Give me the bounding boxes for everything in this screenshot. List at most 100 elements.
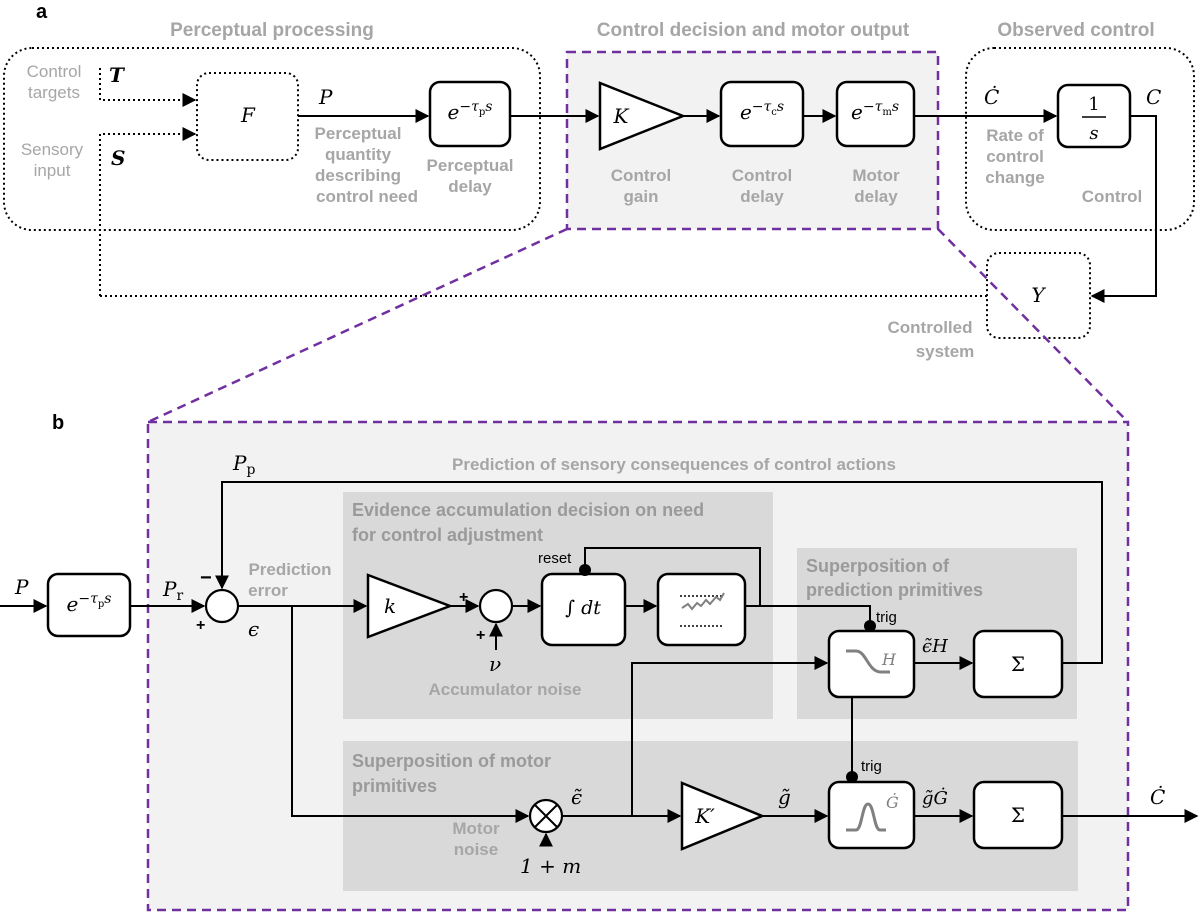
control-gain-symbol: K <box>613 104 630 128</box>
rate-of-change-label-2: control <box>986 147 1044 166</box>
epsilon-tilde-to-H-arrow <box>631 656 829 816</box>
signal-nu: ν <box>489 652 501 676</box>
signal-C-dot-a: Ċ <box>984 84 999 109</box>
targets-arrow <box>99 68 197 107</box>
multiplier-cross-icon <box>534 804 558 828</box>
motor-delay-block <box>835 80 916 148</box>
prediction-primitive-symbol: H <box>881 650 897 669</box>
observed-control-header: Observed control <box>997 20 1154 41</box>
trig-bottom-dot <box>846 771 858 783</box>
integrator-numerator: 1 <box>1088 94 1099 115</box>
signal-epsilon-tilde: ϵ̃ <box>571 785 582 809</box>
prediction-sum-symbol: Σ <box>1011 652 1025 676</box>
plus-sign-1: + <box>196 617 205 634</box>
zoom-line-left <box>147 227 568 424</box>
control-targets-label-2: targets <box>28 83 80 102</box>
epsilon-to-multiplier-arrow <box>291 606 530 823</box>
controlled-system-label-2: system <box>916 342 975 361</box>
control-gain-label-1: Control <box>611 166 671 185</box>
targets-symbol: T <box>109 63 126 87</box>
sensory-arrow <box>99 127 197 296</box>
integrator-denominator: s <box>1089 123 1098 144</box>
perceptual-quantity-label-4: control need <box>316 187 418 206</box>
observed-control-group <box>965 47 1195 231</box>
motor-sum-symbol: Σ <box>1011 803 1025 827</box>
threshold-block <box>656 572 747 647</box>
accumulator-noise-label: Accumulator noise <box>428 680 581 699</box>
control-gain-label-2: gain <box>624 187 659 206</box>
reset-line <box>584 547 761 607</box>
trig-top-line <box>760 605 871 623</box>
motor-gain-symbol: K′ <box>694 804 715 828</box>
perceptual-quantity-label-1: Perceptual <box>315 124 402 143</box>
controlled-system-label-1: Controlled <box>888 318 973 337</box>
motor-primitive-symbol: Ġ <box>886 792 899 812</box>
prediction-primitive-block <box>827 629 916 699</box>
reset-label: reset <box>538 550 572 567</box>
rate-of-change-label-1: Rate of <box>986 126 1044 145</box>
accumulation-gain-triangle <box>366 573 454 639</box>
signal-epsilon: ϵ <box>248 617 259 641</box>
accumulation-trace-icon <box>681 592 725 611</box>
prediction-error-junction <box>204 588 240 624</box>
prediction-line-label: Prediction of sensory consequences of co… <box>452 455 896 474</box>
trig-bottom-label: trig <box>861 758 882 775</box>
panel-a-label: a <box>36 1 48 23</box>
signal-Pp: Pp <box>232 451 255 478</box>
plus-sign-3: + <box>476 627 485 644</box>
perceptual-processing-group <box>3 47 541 231</box>
motor-delay-label-1: Motor <box>852 166 900 185</box>
control-delay-block <box>719 80 805 148</box>
prediction-error-label-2: error <box>248 581 288 600</box>
signal-C-dot-b: Ċ <box>1150 784 1165 809</box>
prediction-primitive-icon <box>846 649 890 674</box>
prediction-sum-block <box>972 629 1064 699</box>
sensory-symbol: S <box>111 146 125 170</box>
signal-eps-H: ϵ̃H <box>922 636 948 657</box>
reset-dot <box>579 564 591 576</box>
trig-top-dot <box>864 620 876 632</box>
minus-sign: − <box>200 567 212 589</box>
signal-gG: g̃Ġ <box>922 786 948 809</box>
sensory-input-label-2: input <box>34 161 71 180</box>
motor-delay-symbol: e−τms <box>851 99 899 124</box>
C-to-system-arrow <box>1090 115 1157 303</box>
panel-b-label: b <box>52 412 64 434</box>
rate-of-change-label-3: change <box>985 168 1045 187</box>
sensory-input-label-1: Sensory <box>21 140 84 159</box>
perception-function-block <box>196 72 299 161</box>
motor-box-title-1: Superposition of motor <box>352 751 551 771</box>
control-targets-label-1: Control <box>27 62 82 81</box>
control-label: Control <box>1082 187 1142 206</box>
control-delay-label-2: delay <box>740 187 784 206</box>
perceptual-quantity-label-2: quantity <box>325 145 392 164</box>
prediction-error-label-1: Prediction <box>248 560 331 579</box>
prediction-box-title-2: prediction primitives <box>806 580 983 600</box>
perception-function-symbol: F <box>240 103 256 127</box>
motor-primitive-icon <box>846 802 886 832</box>
motor-noise-label-1: Motor <box>452 819 500 838</box>
trig-top-label: trig <box>876 609 897 626</box>
control-delay-label-1: Control <box>732 166 792 185</box>
perceptual-delay-symbol-b: e−τps <box>67 591 112 616</box>
evidence-box-title-1: Evidence accumulation decision on need <box>352 500 704 520</box>
plus-sign-2: + <box>459 589 468 606</box>
signal-P: P <box>318 85 333 109</box>
motor-box-title-2: primitives <box>352 776 437 796</box>
zoom-line-right <box>937 228 1129 423</box>
signal-g-tilde: g̃ <box>778 785 791 809</box>
signal-one-plus-m: 1 + m <box>520 854 581 878</box>
motor-gain-triangle <box>680 781 766 851</box>
perceptual-processing-header: Perceptual processing <box>170 20 374 41</box>
evidence-box-title-2: for control adjustment <box>352 525 543 545</box>
motor-delay-label-2: delay <box>854 187 898 206</box>
controlled-system-symbol: Y <box>1031 283 1046 307</box>
integrator-symbol: ∫ dt <box>565 597 601 619</box>
signal-Pr: Pr <box>162 577 183 604</box>
motor-noise-label-2: noise <box>454 840 498 859</box>
signal-C: C <box>1146 85 1161 109</box>
perceptual-delay-block <box>428 80 512 148</box>
perceptual-delay-symbol: e−τps <box>448 99 493 124</box>
